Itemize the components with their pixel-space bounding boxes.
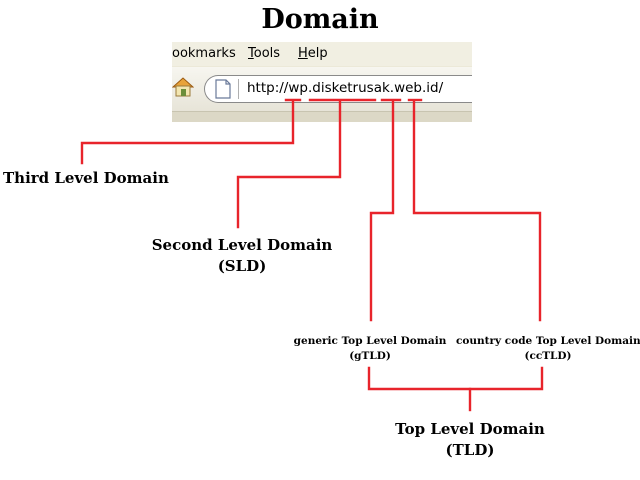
home-icon: [172, 77, 195, 97]
address-bar[interactable]: http://wp.disketrusak.web.id/: [204, 75, 472, 103]
toolbar-bottom-strip: [172, 111, 472, 122]
label-second-level-domain-line2: (SLD): [217, 257, 267, 275]
menu-item-help[interactable]: Help: [298, 46, 328, 61]
label-top-level-domain: Top Level Domain (TLD): [370, 419, 570, 461]
label-generic-tld-line2: (gTLD): [349, 350, 391, 362]
menu-item-tools[interactable]: Tools: [248, 46, 280, 61]
url-text[interactable]: http://wp.disketrusak.web.id/: [247, 80, 444, 96]
menu-item-tools-label: ools: [253, 46, 281, 61]
connector-tld-bracket: [367, 366, 544, 391]
label-country-code-tld-line2: (ccTLD): [524, 350, 572, 362]
menu-item-help-accelerator: H: [298, 46, 308, 61]
home-button[interactable]: [172, 76, 195, 98]
address-bar-divider: [238, 79, 239, 99]
menu-item-bookmarks-label: ookmarks: [172, 46, 236, 61]
label-country-code-tld-line1: country code Top Level Domain: [456, 335, 640, 347]
label-generic-tld-line1: generic Top Level Domain: [293, 335, 447, 347]
diagram-title: Domain: [261, 4, 379, 35]
connector-second-level: [236, 99, 342, 229]
connector-generic-tld: [369, 99, 395, 322]
browser-screenshot: ookmarks Tools Help http://wp.disk: [172, 42, 472, 122]
menu-item-help-label: elp: [307, 46, 328, 61]
menu-item-tools-accelerator: T: [248, 46, 254, 61]
label-top-level-domain-line1: Top Level Domain: [395, 420, 545, 438]
connector-country-tld: [412, 99, 542, 322]
menu-bar: ookmarks Tools Help: [172, 42, 472, 66]
menu-item-bookmarks[interactable]: ookmarks: [172, 46, 236, 61]
page-icon: [214, 79, 232, 99]
label-top-level-domain-line2: (TLD): [445, 441, 495, 459]
label-second-level-domain: Second Level Domain (SLD): [142, 235, 342, 277]
label-second-level-domain-line1: Second Level Domain: [151, 236, 333, 254]
label-third-level-domain: Third Level Domain: [3, 169, 169, 187]
connector-third-level: [80, 99, 295, 165]
label-country-code-tld: country code Top Level Domain (ccTLD): [456, 334, 640, 364]
label-generic-tld: generic Top Level Domain (gTLD): [290, 334, 450, 364]
navigation-toolbar: http://wp.disketrusak.web.id/: [172, 67, 472, 122]
